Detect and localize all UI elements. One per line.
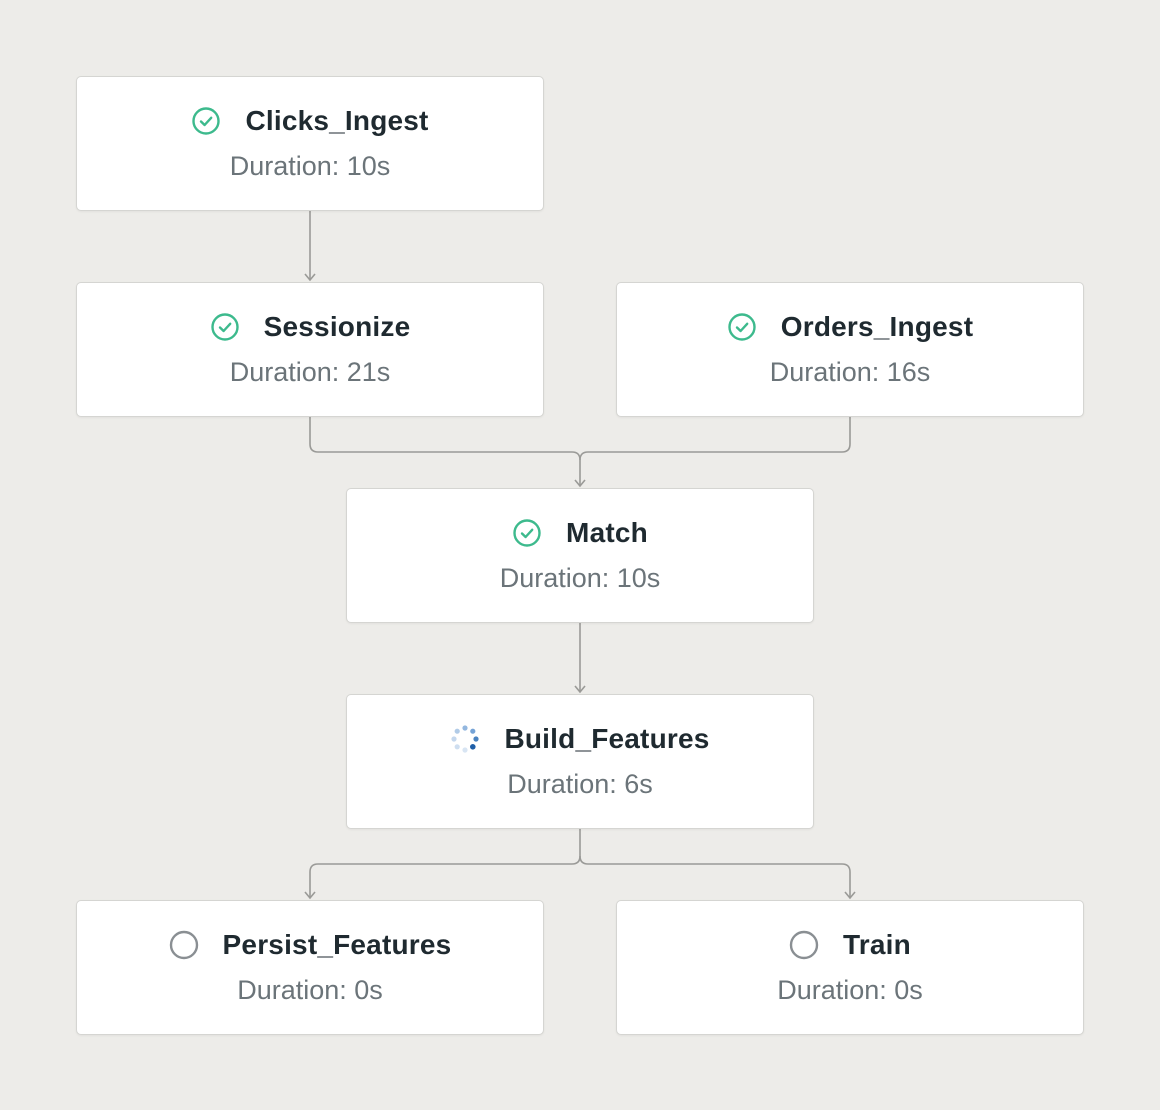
- node-title: Match: [566, 517, 648, 548]
- node-title: Orders_Ingest: [780, 311, 974, 342]
- node-header: Persist_Features: [77, 927, 543, 963]
- check-circle-icon: [191, 106, 221, 136]
- node-header: Train: [617, 927, 1083, 963]
- node-header: Orders_Ingest: [617, 309, 1083, 345]
- node-header: Build_Features: [347, 721, 813, 757]
- empty-circle-icon: [789, 930, 819, 960]
- edge-orders-to-match: [579, 417, 851, 461]
- check-circle-icon: [210, 312, 240, 342]
- check-circle-icon: [727, 312, 757, 342]
- node-header: Match: [347, 515, 813, 551]
- node-duration: Duration: 10s: [499, 563, 661, 593]
- node-duration: Duration: 21s: [229, 357, 391, 387]
- node-header: Clicks_Ingest: [77, 103, 543, 139]
- node-title: Train: [843, 929, 911, 960]
- node-orders-ingest[interactable]: Orders_Ingest Duration: 16s: [616, 282, 1084, 417]
- edge-build-to-train: [579, 855, 856, 900]
- node-train[interactable]: Train Duration: 0s: [616, 900, 1084, 1035]
- node-sessionize[interactable]: Sessionize Duration: 21s: [76, 282, 544, 417]
- node-title: Sessionize: [263, 311, 411, 342]
- node-header: Sessionize: [77, 309, 543, 345]
- node-duration: Duration: 0s: [777, 975, 923, 1005]
- node-duration: Duration: 0s: [237, 975, 383, 1005]
- node-build-features[interactable]: Build_Features Duration: 6s: [346, 694, 814, 829]
- check-circle-icon: [512, 518, 542, 548]
- node-duration: Duration: 10s: [229, 151, 391, 181]
- node-title: Clicks_Ingest: [245, 105, 429, 136]
- node-match[interactable]: Match Duration: 10s: [346, 488, 814, 623]
- edge-build-to-persist: [304, 829, 581, 900]
- node-persist-features[interactable]: Persist_Features Duration: 0s: [76, 900, 544, 1035]
- node-title: Persist_Features: [222, 929, 452, 960]
- empty-circle-icon: [169, 930, 199, 960]
- node-duration: Duration: 16s: [769, 357, 931, 387]
- node-clicks-ingest[interactable]: Clicks_Ingest Duration: 10s: [76, 76, 544, 211]
- edge-sessionize-to-match: [309, 417, 586, 488]
- node-duration: Duration: 6s: [507, 769, 653, 799]
- node-title: Build_Features: [504, 723, 710, 754]
- spinner-icon: [450, 724, 480, 754]
